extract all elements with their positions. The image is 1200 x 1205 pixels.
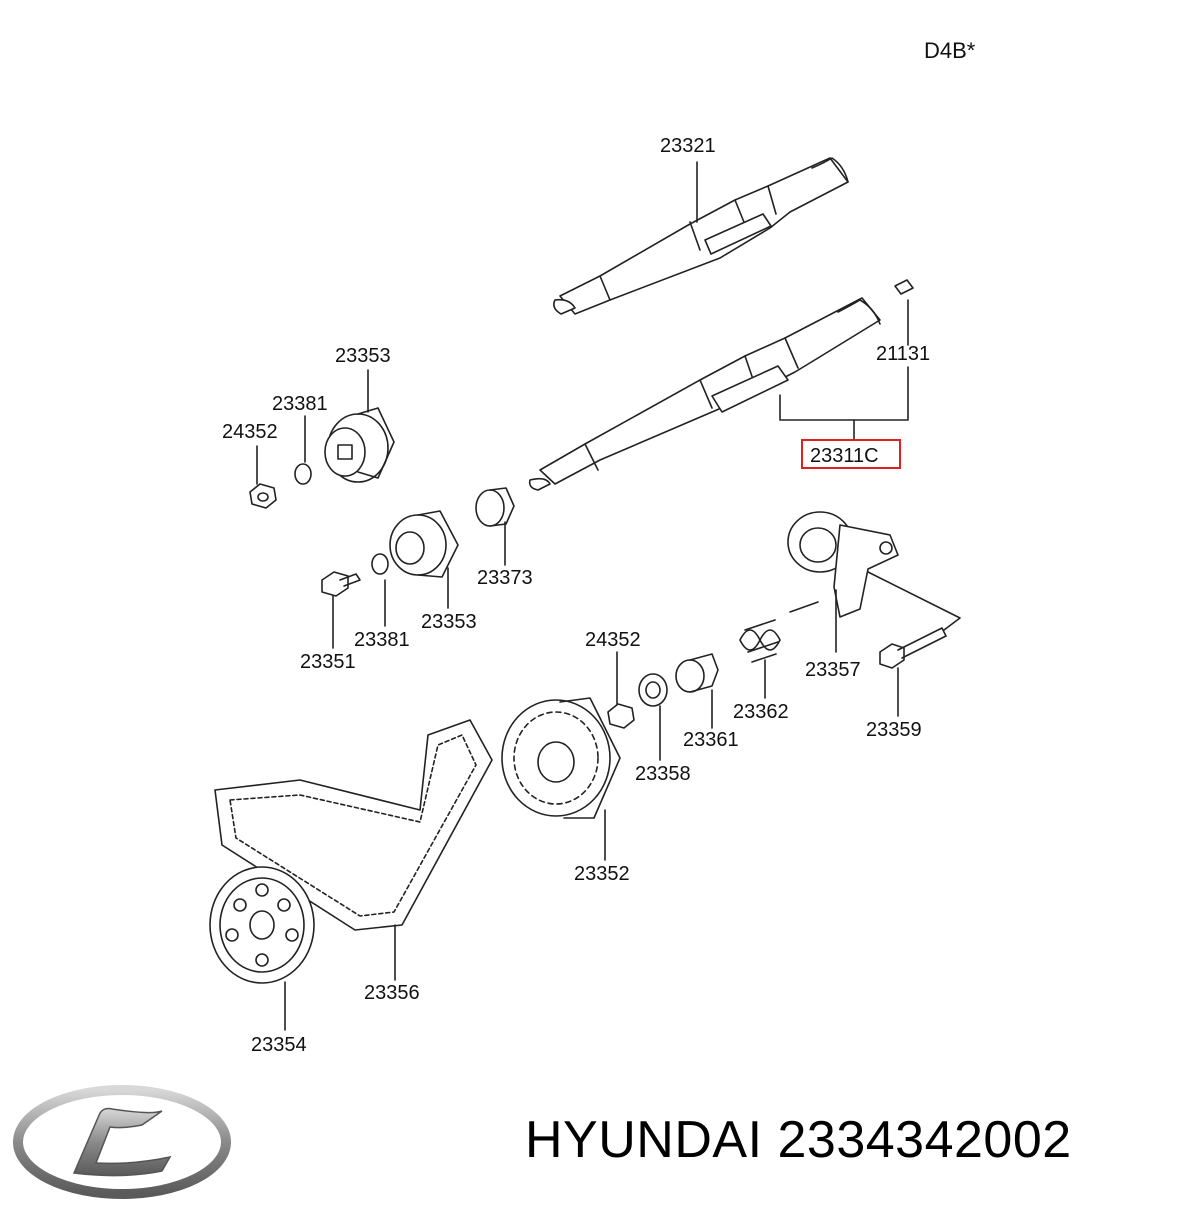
- part-label-23358[interactable]: 23358: [635, 763, 691, 785]
- brand-name: HYUNDAI: [525, 1111, 763, 1169]
- part-number: 2334342002: [777, 1111, 1072, 1169]
- part-label-23351[interactable]: 23351: [300, 651, 356, 673]
- spring-drawing: [739, 619, 781, 699]
- part-label-23362[interactable]: 23362: [733, 701, 789, 723]
- product-caption: HYUNDAI 2334342002: [525, 1110, 1072, 1170]
- part-label-23357[interactable]: 23357: [805, 659, 861, 681]
- part-label-23361[interactable]: 23361: [683, 729, 739, 751]
- part-label-24352-lower[interactable]: 24352: [585, 629, 641, 651]
- highlighted-part-box: [801, 439, 901, 469]
- part-label-23373[interactable]: 23373: [477, 567, 533, 589]
- part-label-23354[interactable]: 23354: [251, 1034, 307, 1056]
- hyundai-logo-icon: [13, 1085, 231, 1199]
- part-label-23359[interactable]: 23359: [866, 719, 922, 741]
- bushing-drawing: [475, 487, 515, 566]
- pushrod-drawing: [675, 653, 719, 729]
- part-label-23353-upper[interactable]: 23353: [335, 345, 391, 367]
- part-label-23311c[interactable]: 23311C: [810, 445, 879, 467]
- engine-code-label: D4B*: [924, 38, 976, 63]
- sprocket-drawing: [501, 697, 621, 861]
- part-label-24352-upper[interactable]: 24352: [222, 421, 278, 443]
- pulley-lower-drawing: [389, 510, 459, 609]
- part-label-21131[interactable]: 21131: [876, 343, 930, 365]
- part-label-23356[interactable]: 23356: [364, 982, 420, 1004]
- balance-shaft-lower-drawing: [528, 279, 914, 491]
- balance-shaft-upper-drawing: [553, 157, 849, 315]
- part-label-23353-lower[interactable]: 23353: [421, 611, 477, 633]
- part-label-23381-upper[interactable]: 23381: [272, 393, 328, 415]
- crank-pulley-drawing: [209, 866, 315, 1031]
- tensioner-drawing: [787, 511, 961, 653]
- pulley-upper-drawing: [324, 369, 395, 483]
- part-label-23352[interactable]: 23352: [574, 863, 630, 885]
- part-label-23321[interactable]: 23321: [660, 135, 716, 157]
- part-label-23381-lower[interactable]: 23381: [354, 629, 410, 651]
